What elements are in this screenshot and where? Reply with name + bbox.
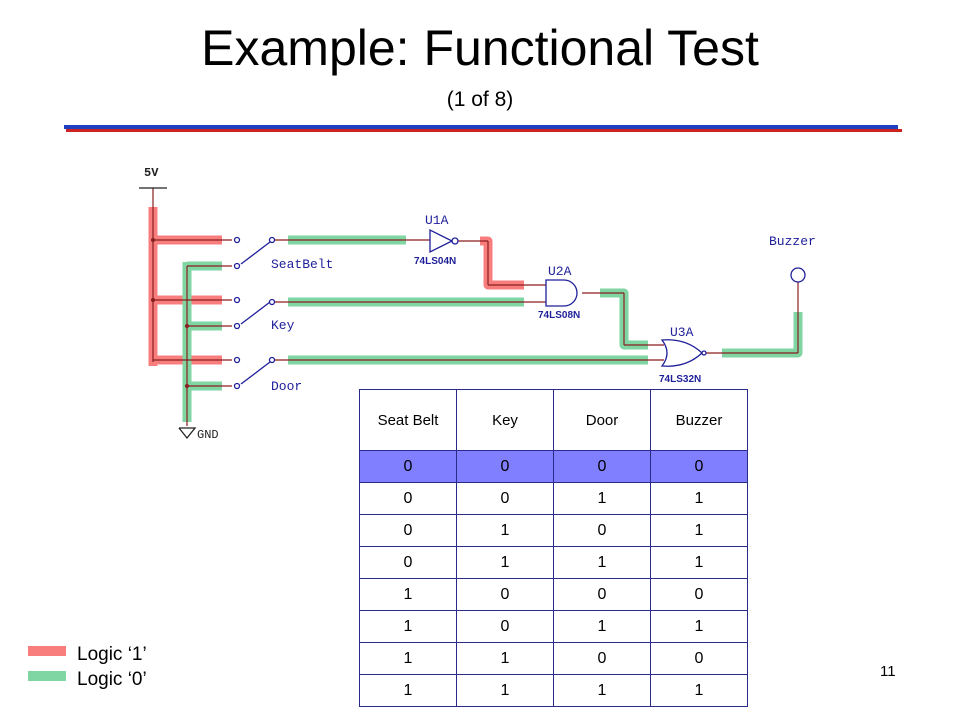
header-buzzer: Buzzer <box>650 389 748 451</box>
supply-label: 5V <box>144 166 159 180</box>
buzzer-terminal <box>790 267 806 283</box>
legend-label-logic-0: Logic ‘0’ <box>77 669 147 690</box>
table-cell: 0 <box>553 642 651 675</box>
inverter-output-highlight <box>480 236 524 290</box>
buzzer-output-highlight <box>722 312 803 358</box>
table-cell: 1 <box>553 674 651 707</box>
table-cell: 1 <box>553 482 651 515</box>
title-rule-red <box>66 129 902 132</box>
gate-ref-u3a: U3A <box>670 325 694 340</box>
gate-ref-u1a: U1A <box>425 213 449 228</box>
gate-part-u2a: 74LS08N <box>538 310 580 321</box>
table-cell: 1 <box>359 642 457 675</box>
legend-swatch-logic-1 <box>28 646 66 656</box>
table-cell: 0 <box>359 514 457 547</box>
wires <box>152 188 799 426</box>
switch-label-key: Key <box>271 318 295 333</box>
page-number: 11 <box>880 663 896 680</box>
table-cell: 1 <box>650 610 748 643</box>
slide-title: Example: Functional Test <box>201 20 759 76</box>
table-cell: 1 <box>650 482 748 515</box>
table-row: 0 0 1 1 <box>359 482 748 515</box>
gate-part-u1a: 74LS04N <box>414 256 456 267</box>
table-row: 0 0 0 0 <box>359 450 748 483</box>
header-key: Key <box>456 389 554 451</box>
gate-ref-u2a: U2A <box>548 264 572 279</box>
switch-levers <box>233 236 276 390</box>
gate-part-u3a: 74LS32N <box>659 374 701 385</box>
slide-subtitle: (1 of 8) <box>446 88 514 111</box>
table-cell: 1 <box>456 546 554 579</box>
table-cell: 0 <box>359 450 457 483</box>
inverter-gate <box>429 228 459 254</box>
table-cell: 1 <box>553 546 651 579</box>
table-cell: 0 <box>456 482 554 515</box>
table-cell: 1 <box>359 674 457 707</box>
header-door: Door <box>553 389 651 451</box>
buzzer-label: Buzzer <box>769 234 816 249</box>
table-cell: 0 <box>553 450 651 483</box>
or-gate <box>660 339 707 367</box>
table-cell: 1 <box>650 514 748 547</box>
truth-table-header: Seat Belt Key Door Buzzer <box>359 389 748 451</box>
junction-dots <box>151 238 189 388</box>
table-cell: 0 <box>359 482 457 515</box>
table-cell: 0 <box>359 546 457 579</box>
table-cell: 0 <box>456 610 554 643</box>
table-cell: 0 <box>553 578 651 611</box>
table-cell: 0 <box>553 514 651 547</box>
table-cell: 1 <box>456 514 554 547</box>
switch-label-seatbelt: SeatBelt <box>271 257 333 272</box>
table-cell: 1 <box>359 578 457 611</box>
table-cell: 1 <box>456 674 554 707</box>
table-cell: 1 <box>456 642 554 675</box>
table-row: 1 0 0 0 <box>359 578 748 611</box>
table-row: 1 1 1 1 <box>359 674 748 707</box>
and-gate <box>545 279 578 307</box>
table-row: 0 1 1 1 <box>359 546 748 579</box>
table-row: 0 1 0 1 <box>359 514 748 547</box>
table-cell: 0 <box>456 578 554 611</box>
table-row: 1 0 1 1 <box>359 610 748 643</box>
table-cell: 1 <box>650 546 748 579</box>
ground-label: GND <box>197 428 219 442</box>
table-cell: 0 <box>456 450 554 483</box>
header-seat-belt: Seat Belt <box>359 389 457 451</box>
legend-label-logic-1: Logic ‘1’ <box>77 644 147 665</box>
legend-swatch-logic-0 <box>28 671 66 681</box>
title-rule-blue <box>64 125 898 129</box>
table-cell: 0 <box>650 578 748 611</box>
logic-1-highlights <box>148 207 524 366</box>
table-row: 1 1 0 0 <box>359 642 748 675</box>
table-cell: 1 <box>650 674 748 707</box>
truth-table: Seat Belt Key Door Buzzer 0 0 0 0 0 0 1 … <box>359 389 748 707</box>
table-cell: 0 <box>650 450 748 483</box>
table-cell: 1 <box>553 610 651 643</box>
table-cell: 1 <box>359 610 457 643</box>
table-cell: 0 <box>650 642 748 675</box>
switch-label-door: Door <box>271 379 302 394</box>
ground-icon <box>178 427 197 440</box>
